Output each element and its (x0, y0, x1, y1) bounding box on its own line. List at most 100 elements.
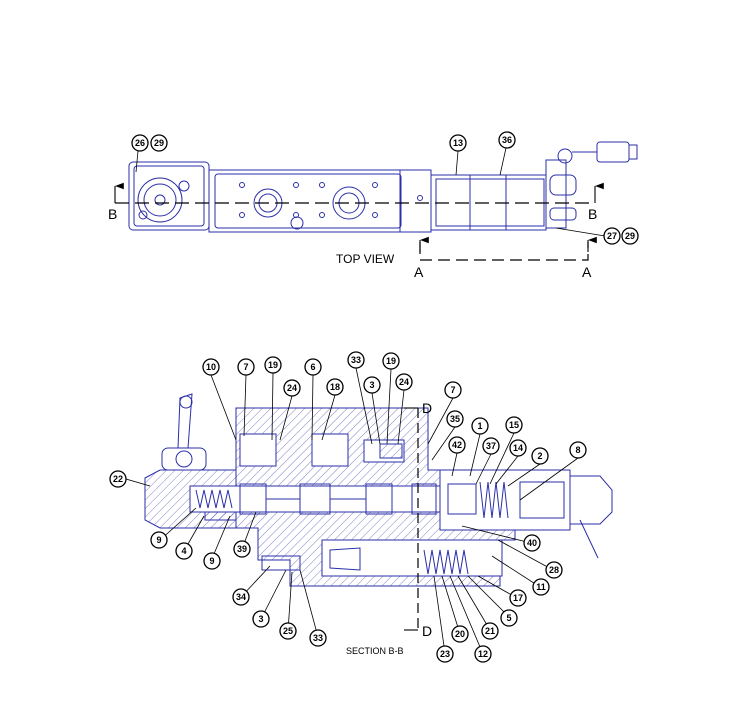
top-view: B B A A TOP VIEW 26 29 13 36 27 29 (108, 131, 639, 280)
section-caption: SECTION B-B (346, 646, 404, 656)
svg-text:29: 29 (154, 138, 164, 148)
sec-callout-33-bottom: 33 (309, 629, 327, 647)
left-end-cap (128, 161, 210, 231)
sec-callout-28: 28 (545, 561, 563, 579)
section-d-bottom-letter: D (422, 623, 432, 639)
sec-callout-21: 21 (481, 622, 499, 640)
svg-text:7: 7 (450, 385, 455, 395)
sec-callout-7-right: 7 (444, 381, 462, 399)
sec-callout-7: 7 (237, 358, 255, 376)
svg-text:37: 37 (486, 441, 496, 451)
sec-callout-33-top: 33 (347, 351, 365, 369)
svg-text:17: 17 (513, 593, 523, 603)
sec-callout-19-right: 19 (382, 352, 400, 370)
svg-text:11: 11 (536, 582, 546, 592)
svg-text:1: 1 (477, 421, 482, 431)
svg-text:19: 19 (386, 356, 396, 366)
svg-text:26: 26 (135, 138, 145, 148)
sec-callout-1: 1 (471, 417, 489, 435)
sec-callout-25: 25 (279, 622, 297, 640)
svg-text:15: 15 (509, 420, 519, 430)
sec-callout-10: 10 (202, 358, 220, 376)
section-line-a (419, 242, 589, 261)
svg-text:28: 28 (549, 565, 559, 575)
svg-text:24: 24 (399, 377, 409, 387)
sec-callout-39: 39 (233, 540, 251, 558)
svg-text:3: 3 (258, 614, 263, 624)
sec-callout-3-bottom: 3 (252, 610, 270, 628)
svg-text:40: 40 (527, 538, 537, 548)
svg-text:8: 8 (575, 445, 580, 455)
svg-text:36: 36 (502, 135, 512, 145)
sec-callout-22: 22 (109, 470, 127, 488)
svg-text:27: 27 (607, 231, 617, 241)
sec-callout-35: 35 (446, 410, 464, 428)
sec-callout-18: 18 (326, 378, 344, 396)
sec-callout-15: 15 (505, 416, 523, 434)
sec-callout-9-left: 9 (150, 531, 168, 549)
top-callout-13: 13 (449, 134, 467, 152)
svg-text:14: 14 (513, 443, 523, 453)
svg-text:25: 25 (283, 626, 293, 636)
sec-callout-42: 42 (448, 436, 466, 454)
svg-text:23: 23 (440, 649, 450, 659)
section-d-top-letter: D (422, 400, 432, 416)
sec-callout-40: 40 (523, 534, 541, 552)
svg-text:33: 33 (313, 633, 323, 643)
top-view-caption: TOP VIEW (336, 252, 395, 266)
sec-callout-14: 14 (509, 439, 527, 457)
solenoid-top (430, 141, 638, 231)
svg-text:4: 4 (181, 546, 186, 556)
sec-callout-34: 34 (232, 588, 250, 606)
svg-text:9: 9 (209, 556, 214, 566)
top-callout-27: 27 (603, 227, 621, 245)
svg-text:9: 9 (156, 535, 161, 545)
sec-callout-37: 37 (482, 437, 500, 455)
valve-body-top (208, 169, 432, 233)
section-b-left-letter: B (108, 206, 117, 222)
sec-callout-11: 11 (532, 578, 550, 596)
svg-text:10: 10 (206, 362, 216, 372)
svg-text:22: 22 (113, 474, 123, 484)
sec-callout-3-top: 3 (363, 376, 381, 394)
svg-text:34: 34 (236, 592, 246, 602)
svg-text:19: 19 (268, 360, 278, 370)
relief-spring (479, 481, 509, 519)
sec-callout-2: 2 (531, 447, 549, 465)
sec-callout-12: 12 (474, 645, 492, 663)
sec-callout-20: 20 (451, 625, 469, 643)
section-a-left-letter: A (414, 264, 424, 280)
sec-callout-23: 23 (436, 645, 454, 663)
svg-text:20: 20 (455, 629, 465, 639)
svg-text:18: 18 (330, 382, 340, 392)
sec-callout-6: 6 (304, 358, 322, 376)
sec-callout-4: 4 (175, 542, 193, 560)
left-spring (195, 489, 233, 509)
svg-text:7: 7 (243, 362, 248, 372)
top-callout-29b: 29 (621, 227, 639, 245)
top-callout-36: 36 (498, 131, 516, 149)
svg-text:3: 3 (369, 380, 374, 390)
svg-text:33: 33 (351, 355, 361, 365)
manual-override-handle (161, 393, 207, 471)
svg-text:6: 6 (310, 362, 315, 372)
svg-text:13: 13 (453, 138, 463, 148)
top-callout-29: 29 (150, 134, 168, 152)
svg-text:5: 5 (506, 613, 511, 623)
sec-callout-5: 5 (500, 609, 518, 627)
top-callout-26: 26 (131, 134, 149, 152)
lower-spring (423, 549, 469, 575)
svg-text:2: 2 (537, 451, 542, 461)
svg-text:42: 42 (452, 440, 462, 450)
sec-callout-24-right: 24 (395, 373, 413, 391)
sec-callout-17: 17 (509, 589, 527, 607)
svg-text:39: 39 (237, 544, 247, 554)
sec-callout-24: 24 (283, 379, 301, 397)
section-b-right-letter: B (588, 206, 597, 222)
svg-text:29: 29 (625, 231, 635, 241)
svg-text:24: 24 (287, 383, 297, 393)
sec-callout-9-right: 9 (203, 552, 221, 570)
svg-text:12: 12 (478, 649, 488, 659)
spool (239, 483, 437, 515)
